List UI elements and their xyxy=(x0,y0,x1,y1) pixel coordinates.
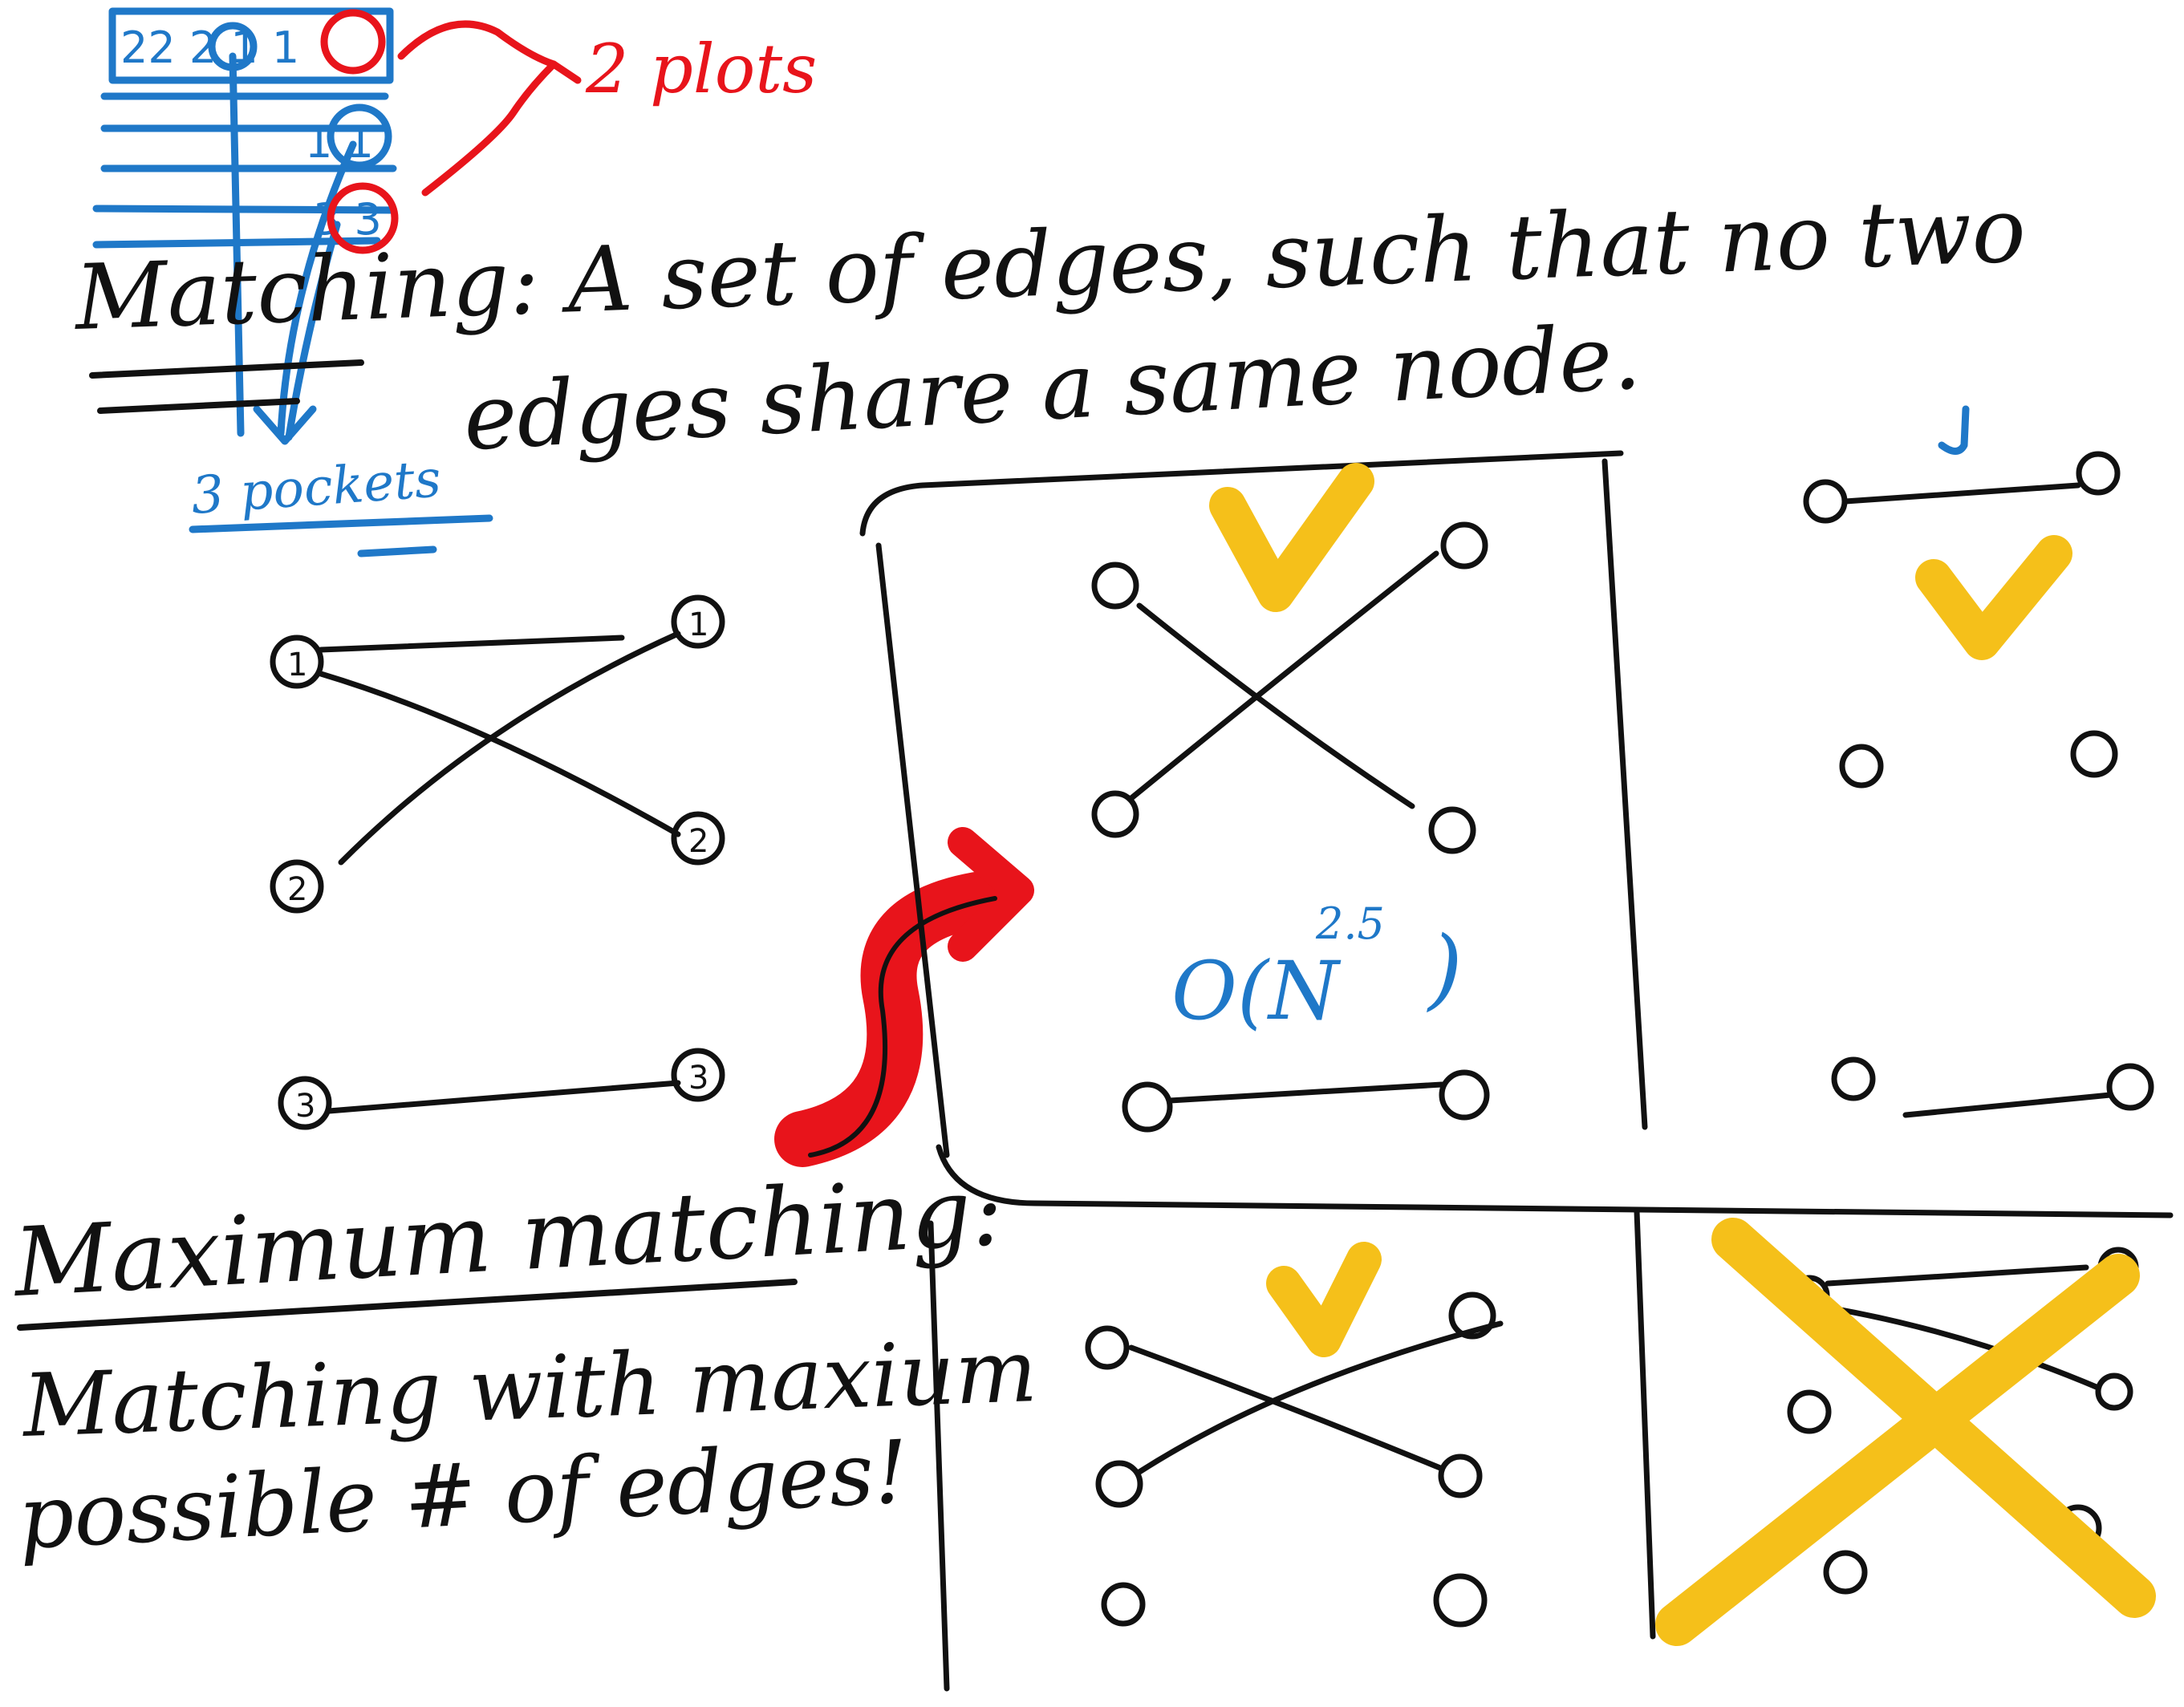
complexity-exponent: 2.5 xyxy=(1315,898,1385,949)
node xyxy=(671,594,725,649)
node xyxy=(1428,806,1476,854)
edge xyxy=(1128,550,1439,801)
frame-right xyxy=(1601,458,1648,1130)
blue-underline xyxy=(357,545,437,558)
table-header-box xyxy=(108,7,394,84)
node-label: 2 xyxy=(688,823,708,860)
table-circle xyxy=(208,22,258,71)
frame-lower-left xyxy=(928,1220,950,1692)
cross-icon xyxy=(1655,1218,2156,1646)
edge xyxy=(326,1080,681,1114)
table-circle xyxy=(327,103,392,169)
graph-top-right xyxy=(1803,451,2154,1118)
frame-lower-right xyxy=(1634,1208,1656,1640)
node xyxy=(270,859,324,914)
node xyxy=(1803,479,1848,524)
edge xyxy=(1136,602,1415,809)
red-bracket xyxy=(550,60,582,84)
node xyxy=(1095,1460,1143,1508)
edge xyxy=(1842,482,2081,505)
maximum-matching-heading: Maximum matching: xyxy=(10,1156,1005,1318)
edge xyxy=(318,671,681,837)
graph-bottom-middle xyxy=(1085,1291,1504,1628)
edge xyxy=(1825,1264,2089,1287)
node-label: 2 xyxy=(287,871,307,908)
checkmark-icon xyxy=(1209,463,1374,612)
node-label: 3 xyxy=(295,1088,315,1125)
node xyxy=(1438,1454,1483,1498)
pointer-arrow xyxy=(285,221,341,441)
red-transform-arrow xyxy=(774,827,1034,1167)
complexity-label: O(N xyxy=(1171,944,1342,1038)
node xyxy=(1439,1069,1490,1121)
red-bracket xyxy=(397,20,558,68)
node xyxy=(1101,1582,1146,1627)
edge xyxy=(1136,1320,1504,1475)
node xyxy=(270,635,324,689)
node xyxy=(1085,1325,1130,1370)
checkmark-icon xyxy=(1915,535,2072,660)
node xyxy=(1831,1056,1876,1101)
edge xyxy=(1167,1081,1445,1104)
node xyxy=(278,1076,332,1130)
node xyxy=(2070,730,2118,778)
node xyxy=(2095,1372,2133,1411)
red-annotation xyxy=(320,9,582,254)
table-row-3: 3 3 xyxy=(313,194,382,245)
plots-note: 2 plots xyxy=(585,30,817,108)
node xyxy=(1091,562,1139,610)
table-line xyxy=(92,205,397,214)
pointer-arrow xyxy=(277,140,357,437)
node xyxy=(2076,451,2121,496)
edge xyxy=(1902,1092,2113,1118)
underline xyxy=(97,398,300,414)
underline xyxy=(89,359,364,379)
graph-left xyxy=(270,594,725,1130)
node-label: 3 xyxy=(688,1060,708,1097)
node xyxy=(1448,1291,1496,1340)
pockets-note: 3 pockets xyxy=(189,449,443,526)
arrow-head xyxy=(253,405,317,445)
down-arrow xyxy=(1938,405,1970,455)
edge xyxy=(1825,1304,2101,1391)
underline xyxy=(17,1279,798,1331)
complexity-close: ) xyxy=(1427,917,1463,1020)
node xyxy=(2106,1063,2154,1111)
blue-underline xyxy=(189,514,493,533)
node xyxy=(1091,790,1139,838)
edge xyxy=(318,635,625,653)
table-sketch xyxy=(92,7,1970,558)
red-bracket xyxy=(421,60,558,197)
frame-top xyxy=(859,450,1624,537)
node-label: 1 xyxy=(688,606,708,643)
table-row-2: 1 1 xyxy=(305,117,374,168)
node xyxy=(1122,1081,1173,1133)
graph-main xyxy=(1091,521,1490,1133)
frame-left xyxy=(875,542,950,1158)
node xyxy=(1839,744,1884,789)
node xyxy=(1433,1573,1488,1628)
red-circle xyxy=(327,182,399,254)
checkmark-icon xyxy=(1266,1242,1382,1357)
frame-lines xyxy=(859,450,2174,1692)
node xyxy=(671,1048,725,1102)
node xyxy=(1440,521,1488,570)
edge xyxy=(1128,1344,1443,1471)
edge xyxy=(338,630,681,866)
node xyxy=(1823,1550,1868,1595)
node xyxy=(671,811,725,866)
red-circle xyxy=(320,9,386,75)
frame-divider xyxy=(936,1144,2174,1218)
node xyxy=(1787,1389,1832,1434)
table-row-1: 22 2 1 1 xyxy=(120,22,299,73)
node-label: 1 xyxy=(287,647,307,683)
